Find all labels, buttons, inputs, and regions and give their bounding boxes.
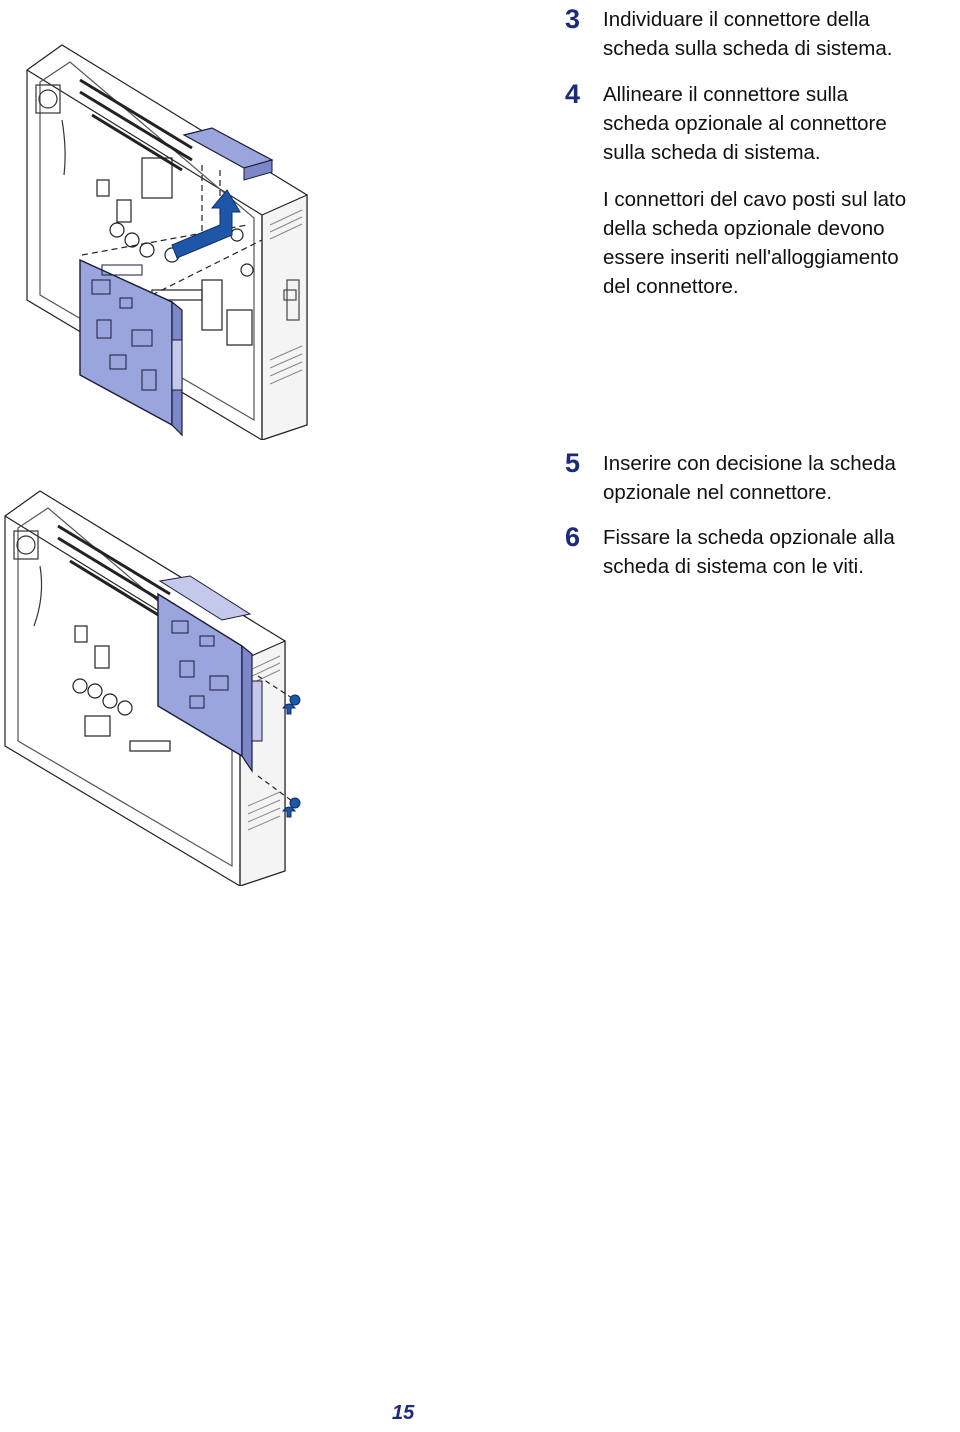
step-text-line: scheda opzionale al connettore <box>603 112 887 135</box>
step-text-line: Inserire con decisione la scheda <box>603 452 896 475</box>
install-card-illustration <box>4 490 301 886</box>
step-number: 3 <box>565 4 581 34</box>
align-card-illustration <box>26 44 308 440</box>
step-text-line: Allineare il connettore sulla <box>603 83 848 106</box>
note-line: del connettore. <box>603 275 739 298</box>
step-text-line: Individuare il connettore della <box>603 8 870 31</box>
step-text-line: scheda sulla scheda di sistema. <box>603 37 893 60</box>
step-text: Allineare il connettore sulla scheda opz… <box>603 80 887 167</box>
step-text-line: scheda di sistema con le viti. <box>603 555 864 578</box>
step-number: 6 <box>565 522 581 552</box>
note-line: della scheda opzionale devono <box>603 217 885 240</box>
step-number: 5 <box>565 448 581 478</box>
note-line: I connettori del cavo posti sul lato <box>603 188 907 211</box>
step-text: Inserire con decisione la scheda opziona… <box>603 449 896 507</box>
step-text-line: Fissare la scheda opzionale alla <box>603 526 895 549</box>
note-paragraph: I connettori del cavo posti sul lato del… <box>603 185 906 301</box>
step-text: Individuare il connettore della scheda s… <box>603 5 892 63</box>
step-text-line: opzionale nel connettore. <box>603 481 833 504</box>
step-text-line: sulla scheda di sistema. <box>603 141 821 164</box>
step-number: 4 <box>565 79 581 109</box>
page-number: 15 <box>392 1402 415 1424</box>
note-line: essere inseriti nell'alloggiamento <box>603 246 899 269</box>
step-text: Fissare la scheda opzionale alla scheda … <box>603 523 895 581</box>
